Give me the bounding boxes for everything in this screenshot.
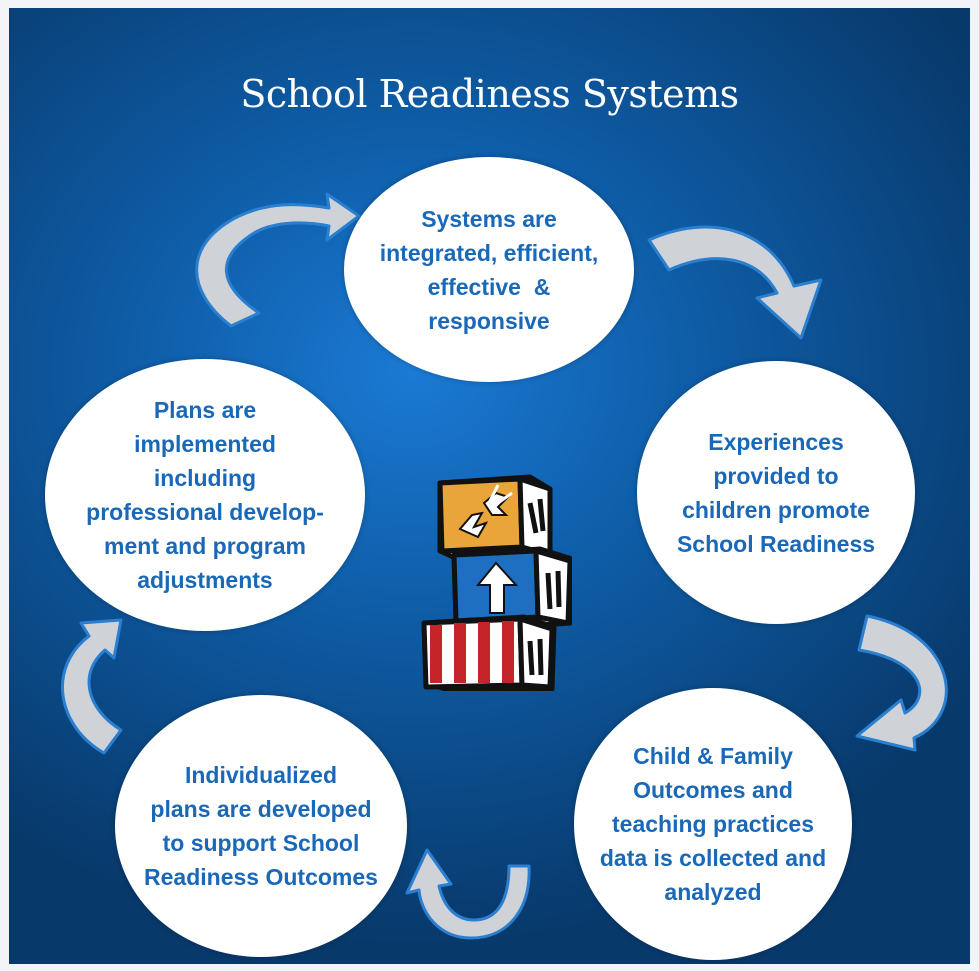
node-line: Plans are [153,397,257,423]
block-stripes-icon [421,614,557,691]
node-line: Systems are [421,205,557,232]
stacked-alphabet-blocks-icon [421,474,572,691]
node-line: children promote [682,496,870,523]
node-line: professional develop- [86,499,324,525]
node-line: provided to [713,462,839,489]
arrow-left-to-top [195,192,361,328]
node-line: Outcomes and [633,777,793,803]
node-line: Readiness Outcomes [144,864,378,890]
node-line: teaching practices [612,811,814,837]
node-line: integrated, efficient, [379,239,599,266]
node-line: plans are developed [150,796,372,822]
block-arrow-icon [451,546,572,632]
diagram-panel: School Readiness Systems Systems are int… [9,8,970,964]
node-line: effective & [427,273,551,300]
diagram-title: School Readiness Systems [240,72,739,116]
node-line: including [153,465,257,491]
node-line: Experiences [708,428,844,455]
node-line: data is collected and [599,845,827,871]
node-systems-integrated: Systems are integrated, efficient, effec… [344,157,634,382]
arrow-top-to-right [647,225,823,340]
node-line: responsive [428,307,550,334]
node-line: School Readiness [676,530,876,557]
node-line: Child & Family [633,743,793,769]
node-line: ment and program [104,533,306,559]
node-line: adjustments [137,567,273,593]
arrow-right-to-br [855,614,948,752]
node-experiences-provided: Experiences provided to children promote… [637,361,915,624]
node-line: to support School [162,830,360,856]
node-line: implemented [134,431,276,457]
arrow-br-to-bl [405,848,531,940]
node-individualized-plans: Individualized plans are developed to su… [115,695,407,957]
node-line: analyzed [664,879,762,905]
cycle-arrows [61,192,948,940]
arrow-bl-to-left [61,618,123,755]
node-data-collected: Child & Family Outcomes and teaching pra… [574,688,852,960]
node-plans-implemented: Plans are implemented including professi… [45,359,365,631]
node-line: Individualized [184,762,338,788]
block-hands-icon [437,474,553,564]
